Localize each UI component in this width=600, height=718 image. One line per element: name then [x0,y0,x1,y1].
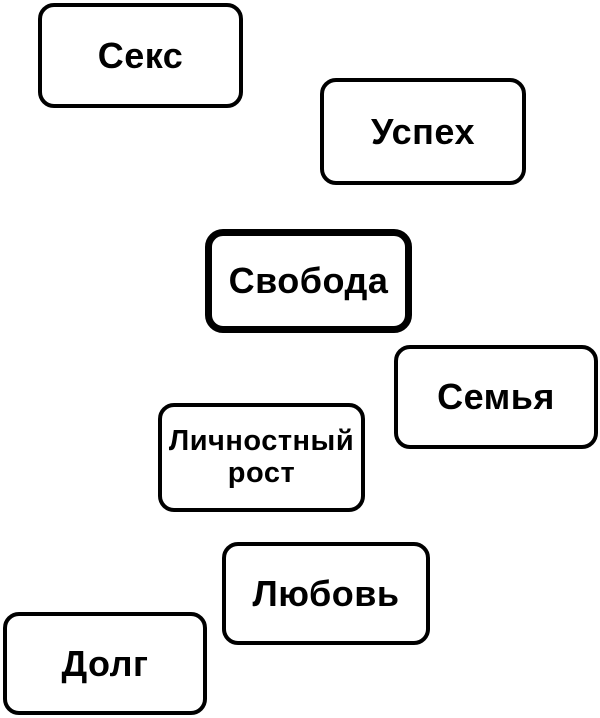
value-card-label: Свобода [228,260,389,302]
value-card-label: Долг [61,642,149,684]
value-card-label: Личностный рост [168,425,355,489]
value-card-semya: Семья [394,345,598,449]
value-card-seks: Секс [38,3,243,108]
value-card-dolg: Долг [3,612,207,715]
value-card-label: Семья [437,376,555,418]
value-card-label: Секс [97,34,184,76]
value-card-label: Успех [371,110,475,152]
value-card-svoboda-emphasized: Свобода [205,229,412,333]
value-card-label: Любовь [252,572,400,614]
value-card-uspekh: Успех [320,78,526,185]
value-card-lyubov: Любовь [222,542,430,645]
value-card-lichnostny-rost: Личностный рост [158,403,365,512]
